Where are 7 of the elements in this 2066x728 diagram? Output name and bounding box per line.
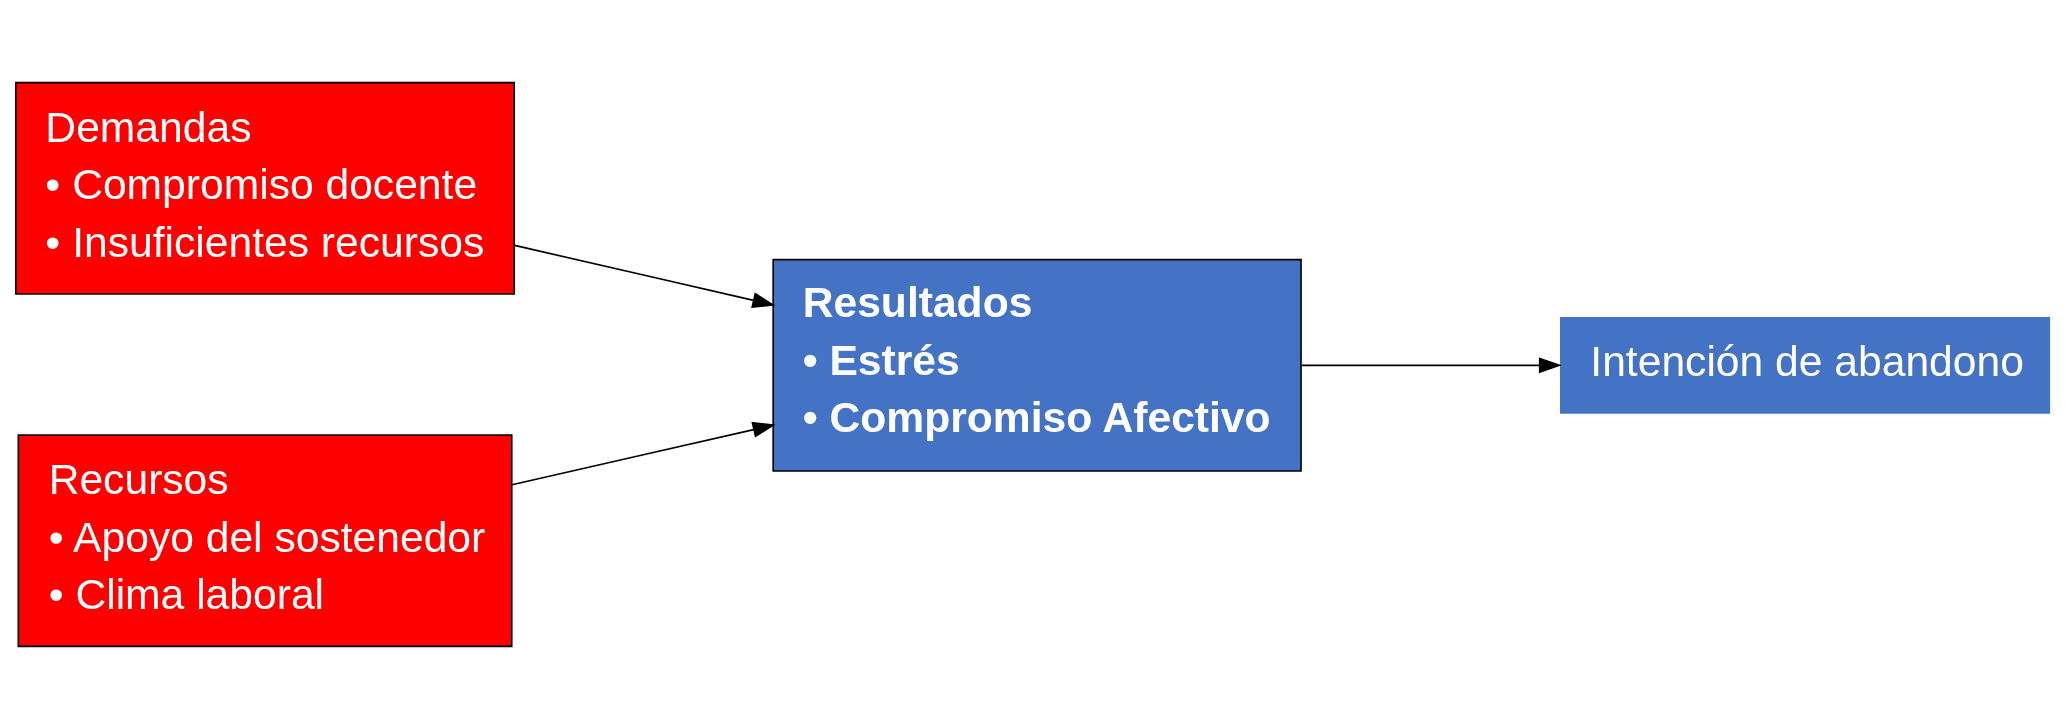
node-box: Recursos • Apoyo del sostenedor • Clima laboral	[17, 433, 513, 647]
node-box: Intención de abandono	[1560, 316, 2051, 414]
arrow	[513, 244, 776, 308]
node-box: Demandas • Compromiso docente • Insuficientes recursos	[15, 81, 515, 295]
arrow	[511, 421, 776, 486]
arrow	[1300, 356, 1562, 373]
node-box: Resultados • Estrés • Compromiso Afectivo	[772, 258, 1302, 472]
